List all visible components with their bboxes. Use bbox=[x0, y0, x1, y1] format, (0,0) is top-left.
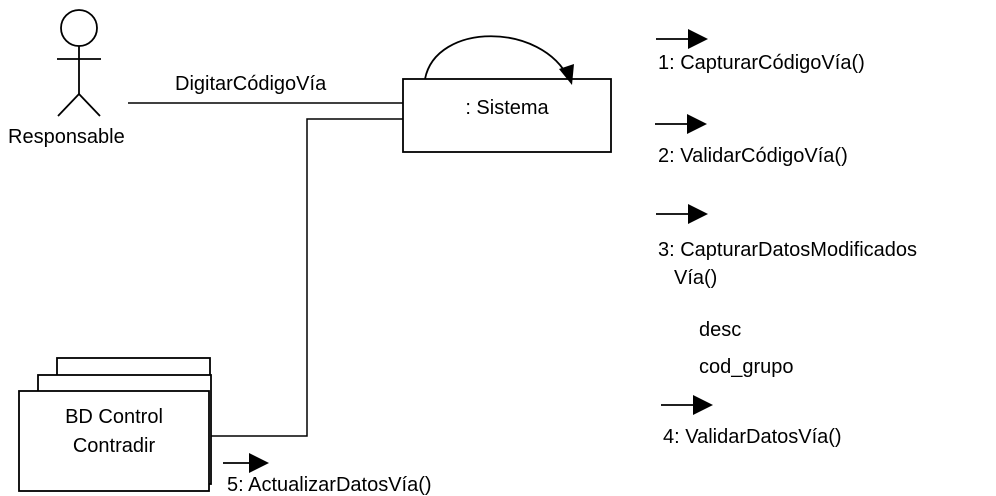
actor-right-leg bbox=[78, 93, 101, 117]
message-2: 2: ValidarCódigoVía() bbox=[655, 114, 848, 167]
message-3-arrowhead bbox=[688, 204, 708, 224]
actor-left-leg bbox=[57, 93, 80, 117]
parameter-desc: desc bbox=[699, 319, 741, 341]
message-3: 3: CapturarDatosModificados Vía() bbox=[656, 204, 917, 289]
message-5: 5: ActualizarDatosVía() bbox=[223, 453, 432, 496]
database-label-line1: BD Control bbox=[65, 406, 163, 428]
system-object[interactable]: : Sistema bbox=[402, 78, 612, 153]
message-5-arrowhead bbox=[249, 453, 269, 473]
self-message-arc bbox=[424, 35, 570, 80]
self-message-arrowhead bbox=[559, 64, 574, 85]
database-front-box bbox=[18, 390, 210, 492]
message-2-label: 2: ValidarCódigoVía() bbox=[658, 145, 848, 167]
message-4: 4: ValidarDatosVía() bbox=[661, 395, 842, 448]
actor-head bbox=[60, 9, 98, 47]
database-label-line2: Contradir bbox=[73, 435, 156, 457]
message-1: 1: CapturarCódigoVía() bbox=[656, 29, 865, 74]
parameter-cod-grupo: cod_grupo bbox=[699, 356, 794, 378]
message-3-label-line1: 3: CapturarDatosModificados bbox=[658, 239, 917, 261]
message-2-arrowhead bbox=[687, 114, 707, 134]
link-label: DigitarCódigoVía bbox=[175, 73, 327, 95]
system-label: : Sistema bbox=[465, 97, 549, 119]
message-1-label: 1: CapturarCódigoVía() bbox=[658, 52, 865, 74]
message-1-arrowhead bbox=[688, 29, 708, 49]
message-5-label: 5: ActualizarDatosVía() bbox=[227, 474, 432, 496]
message-4-label: 4: ValidarDatosVía() bbox=[663, 426, 842, 448]
actor-responsable[interactable]: Responsable bbox=[8, 9, 125, 148]
actor-label: Responsable bbox=[8, 126, 125, 148]
database-object[interactable]: BD Control Contradir bbox=[18, 357, 212, 492]
message-4-arrowhead bbox=[693, 395, 713, 415]
system-database-link bbox=[210, 118, 403, 437]
message-3-label-line2: Vía() bbox=[674, 267, 717, 289]
system-box bbox=[402, 78, 612, 153]
